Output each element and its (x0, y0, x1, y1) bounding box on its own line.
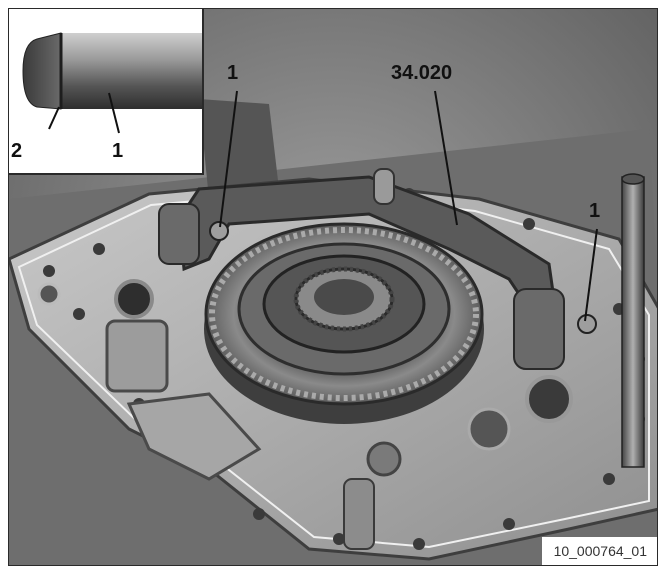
transmission-photo (9, 9, 657, 565)
inset-detail: 2 1 (9, 9, 204, 175)
fork-pad-right (513, 288, 565, 370)
gear-assembly (204, 222, 484, 424)
figure-caption: 10_000764_01 (541, 537, 657, 565)
magnet-left (209, 221, 229, 241)
magnet-right (577, 314, 597, 334)
shaft-bore (467, 407, 511, 451)
installation-rod (621, 176, 645, 468)
inset-label-2: 2 (11, 140, 23, 162)
figure-frame: 2 1 1 34.020 1 10_000764_01 (8, 8, 658, 566)
callout-label-1-right: 1 (589, 200, 601, 222)
fork-pin-top (373, 168, 395, 205)
dowel-sleeve (343, 478, 375, 550)
housing-upper-block (199, 99, 279, 199)
dowel-left (37, 282, 61, 306)
callout-leaders (219, 90, 598, 322)
bearing-bore (525, 375, 573, 423)
callout-label-1-left: 1 (227, 62, 239, 84)
inset-label-1: 1 (112, 140, 124, 162)
oil-port (114, 279, 154, 319)
plug-fitting (366, 441, 402, 477)
inset-leaders (48, 92, 120, 134)
rod-tip (621, 173, 645, 185)
cavity-rect (105, 319, 169, 393)
sleeve-body (61, 33, 202, 109)
sleeve-chamfer (22, 32, 62, 110)
fork-pad-left (158, 203, 200, 265)
callout-label-34020: 34.020 (391, 62, 453, 84)
inset-sleeve-illustration (22, 32, 202, 134)
cavity-lower (126, 392, 262, 481)
